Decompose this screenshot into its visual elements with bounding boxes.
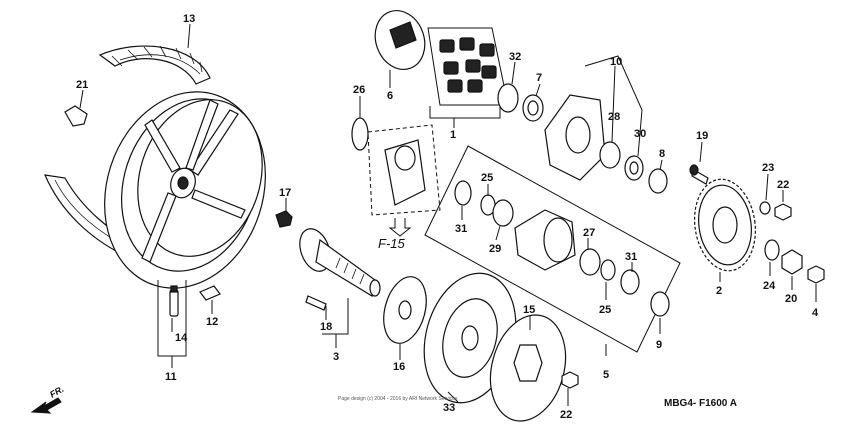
dampers[interactable] [427,27,509,106]
bearing-28[interactable] [599,141,621,169]
bolt-17[interactable] [275,210,293,228]
callout-1[interactable]: 1 [450,129,456,141]
callout-6[interactable]: 6 [387,90,393,102]
callout-22-lower[interactable]: 22 [560,409,572,421]
balance-weight[interactable] [199,285,221,301]
callout-7[interactable]: 7 [536,72,542,84]
nut-22-lower[interactable] [561,371,579,389]
caliper-bracket[interactable] [367,124,441,237]
callout-8[interactable]: 8 [659,148,665,160]
washer-23[interactable] [759,201,771,215]
callout-10[interactable]: 10 [610,56,622,68]
nut-20[interactable] [781,249,803,275]
callout-16[interactable]: 16 [393,361,405,373]
oring-32[interactable] [497,83,519,113]
callout-4[interactable]: 4 [812,307,819,319]
valve[interactable] [169,285,179,317]
diagram-code: MBG4- F1600 A [664,398,737,409]
sprocket[interactable] [689,175,761,274]
tire[interactable] [98,45,211,85]
figure-reference[interactable]: F-15 [378,236,406,251]
seal-9[interactable] [650,291,670,317]
callout-15[interactable]: 15 [523,304,535,316]
callout-27[interactable]: 27 [583,227,595,239]
nut-22-upper[interactable] [774,203,792,221]
callout-23[interactable]: 23 [762,162,774,174]
callout-28[interactable]: 28 [608,111,620,123]
callout-30[interactable]: 30 [634,128,646,140]
callout-20[interactable]: 20 [785,293,797,305]
callout-33[interactable]: 33 [443,402,455,414]
seal-8[interactable] [648,168,668,194]
callout-21[interactable]: 21 [76,79,88,91]
washer-24[interactable] [764,239,780,261]
rim[interactable] [80,71,290,309]
bearing-7[interactable] [522,94,544,122]
bolt-21[interactable] [64,105,88,127]
callout-19[interactable]: 19 [696,130,708,142]
callout-22-upper[interactable]: 22 [777,179,789,191]
callout-9[interactable]: 9 [656,339,662,351]
bearing-30[interactable] [624,155,644,181]
callout-24[interactable]: 24 [763,280,776,292]
copyright-text: Page design (c) 2004 - 2016 by ARI Netwo… [338,396,458,402]
callout-2[interactable]: 2 [716,285,722,297]
nut-4[interactable] [807,265,825,284]
callout-13[interactable]: 13 [183,13,195,25]
circlip-26[interactable] [351,117,369,151]
hub-assembly[interactable] [424,145,681,353]
callout-31-right[interactable]: 31 [625,251,637,263]
front-label: FR. [48,384,66,400]
damper-holder[interactable] [367,4,433,77]
callout-3[interactable]: 3 [333,351,339,363]
callout-25-upper[interactable]: 25 [481,172,493,184]
bolt-19[interactable] [689,164,709,185]
callout-32[interactable]: 32 [509,51,521,63]
disc-16[interactable] [377,272,433,348]
callout-18[interactable]: 18 [320,321,332,333]
callout-11[interactable]: 11 [165,371,177,383]
leader-lines [79,23,817,406]
callout-25-lower[interactable]: 25 [599,304,611,316]
callout-29[interactable]: 29 [489,243,501,255]
callout-17[interactable]: 17 [279,187,291,199]
callout-31-left[interactable]: 31 [455,223,467,235]
brake-disc-15[interactable] [479,307,576,425]
bolt-18[interactable] [305,295,327,311]
callout-14[interactable]: 14 [175,332,188,344]
callout-12[interactable]: 12 [206,316,218,328]
axle-flange[interactable] [294,225,381,297]
front-arrow: FR. [30,384,66,414]
callout-26[interactable]: 26 [353,84,365,96]
callouts: 13 21 17 14 11 12 18 3 16 33 15 22 6 1 3… [76,13,819,421]
sprocket-flange[interactable] [544,94,606,181]
callout-5[interactable]: 5 [603,369,609,381]
